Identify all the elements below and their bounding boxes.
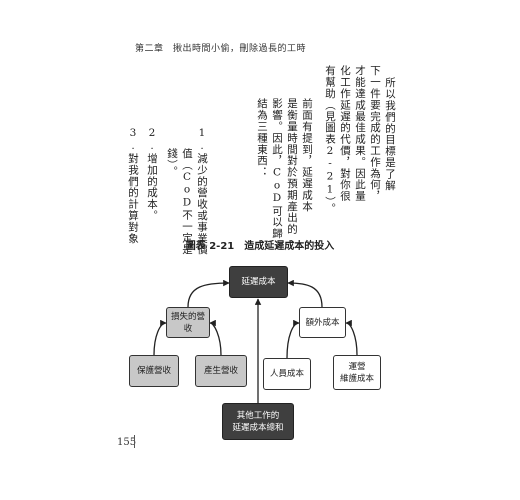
page-number: 155 xyxy=(117,437,137,448)
figure-caption: 圖表 2-21 造成延遲成本的投入 xyxy=(185,241,335,252)
text-column: 影響。因此，CoD可以歸 xyxy=(271,98,283,240)
node-operations-cost: 運營 維護成本 xyxy=(333,355,381,390)
arrow-lost-revenue-to-cod xyxy=(187,279,230,308)
text-column: 化工作延遲的代價，對你很 xyxy=(339,65,351,202)
running-header: 第二章 揪出時間小偷，刪除過長的工時 xyxy=(135,44,307,54)
arrow-ops-to-extra xyxy=(345,319,358,356)
node-lost-revenue: 損失的營收 xyxy=(166,307,210,338)
text-column: 結為三種東西： xyxy=(256,98,268,178)
text-column: 有幫助（見圖表2-21）。 xyxy=(324,65,336,214)
list-item: 3.對我們的計算對象 xyxy=(127,127,139,244)
page-number-divider xyxy=(134,435,135,448)
list-item: 錢）。 xyxy=(166,148,178,177)
text-column: 所以我們的目標是了解 xyxy=(384,77,396,191)
arrow-extra-cost-to-cod xyxy=(287,279,323,308)
node-generate-revenue: 產生營收 xyxy=(195,355,247,387)
text-column: 才能達成最佳成果。因此量 xyxy=(354,65,366,202)
text-column: 下一件要完成的工作為何， xyxy=(369,65,381,202)
arrow-generate-to-lost xyxy=(209,319,222,356)
list-item: 1.減少的營收或事業價 xyxy=(196,127,208,256)
text-column: 前面有提到，延遲成本 xyxy=(301,98,313,212)
node-protect-revenue: 保護營收 xyxy=(129,355,179,387)
node-other-work-cost: 其他工作的 延遲成本總和 xyxy=(222,403,294,440)
node-cost-of-delay: 延遲成本 xyxy=(229,266,288,298)
list-item: 2.增加的成本。 xyxy=(146,127,158,222)
list-item: 值（CoD不一定是 xyxy=(181,148,193,256)
text-column: 是衡量時間對於預期產出的 xyxy=(286,98,298,235)
arrow-protect-to-lost xyxy=(153,319,167,356)
node-extra-cost: 額外成本 xyxy=(299,307,346,338)
node-staff-cost: 人員成本 xyxy=(263,358,311,390)
arrow-staff-to-extra xyxy=(286,319,300,359)
